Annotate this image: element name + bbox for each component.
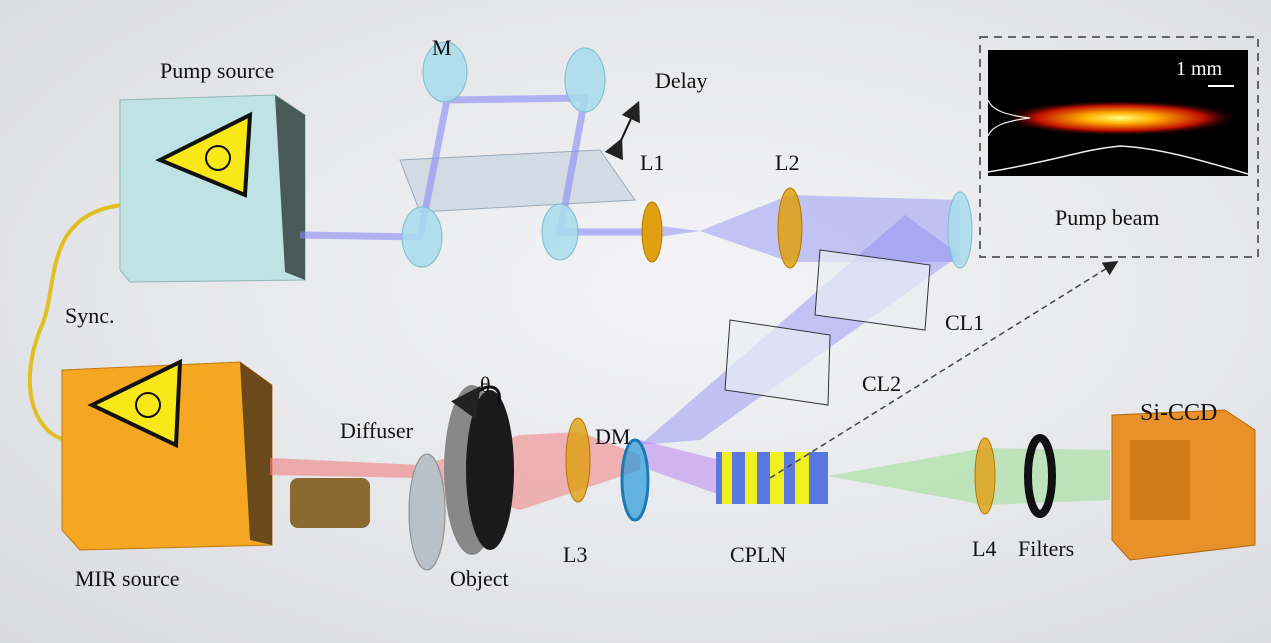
pump-beam-focus — [652, 225, 700, 238]
label-filters: Filters — [1018, 536, 1075, 561]
rotation-arrow-icon — [451, 385, 501, 419]
label-l1: L1 — [640, 150, 665, 175]
delay-arrow-icon — [604, 100, 640, 161]
dichroic-mirror — [620, 438, 650, 522]
label-cpln: CPLN — [730, 542, 787, 567]
lens-l1 — [641, 201, 663, 263]
lens-l3 — [565, 417, 591, 503]
sync-cable — [27, 203, 123, 442]
label-diffuser: Diffuser — [340, 418, 413, 443]
signal-beam — [828, 448, 1110, 505]
label-l4: L4 — [972, 536, 997, 561]
lens-l4 — [974, 437, 996, 515]
mir-beam — [270, 458, 420, 478]
mirrors — [401, 41, 973, 269]
pump-source-laser — [119, 94, 306, 283]
label-cl1: CL1 — [945, 310, 985, 335]
filters — [1024, 434, 1056, 518]
dashed-pointer-arrow — [769, 261, 1119, 479]
mir-source-laser — [61, 358, 273, 551]
label-mir-source: MIR source — [75, 566, 180, 591]
cylindrical-lens-cl2 — [724, 319, 831, 406]
label-cl2: CL2 — [862, 371, 902, 396]
label-sync: Sync. — [65, 303, 115, 328]
pump-beam-inset-frame — [979, 36, 1259, 258]
label-theta: θ — [480, 372, 491, 397]
label-object: Object — [450, 566, 509, 591]
label-pump-source: Pump source — [160, 58, 275, 83]
inset-title: Pump beam — [1055, 205, 1160, 230]
label-si-ccd: Si-CCD — [1140, 400, 1218, 426]
si-ccd-camera — [1111, 409, 1256, 561]
label-mirror: M — [432, 35, 452, 60]
cylindrical-lens-cl1 — [814, 249, 931, 331]
pump-beam-to-crystal — [640, 440, 720, 495]
delay-stage — [399, 149, 636, 213]
lens-l2 — [777, 187, 803, 269]
pump-beam-profile-image — [987, 50, 1249, 176]
object-rotation-mount — [444, 385, 514, 555]
label-l3: L3 — [563, 542, 588, 567]
pump-beam-expanding — [700, 195, 960, 262]
scale-bar-label: 1 mm — [1176, 58, 1223, 80]
label-delay: Delay — [655, 68, 708, 93]
diffuser — [290, 453, 446, 571]
label-dm: DM — [595, 424, 631, 449]
laser-warning-icon — [155, 111, 253, 198]
label-l2: L2 — [775, 150, 800, 175]
cpln-crystal — [716, 452, 828, 504]
